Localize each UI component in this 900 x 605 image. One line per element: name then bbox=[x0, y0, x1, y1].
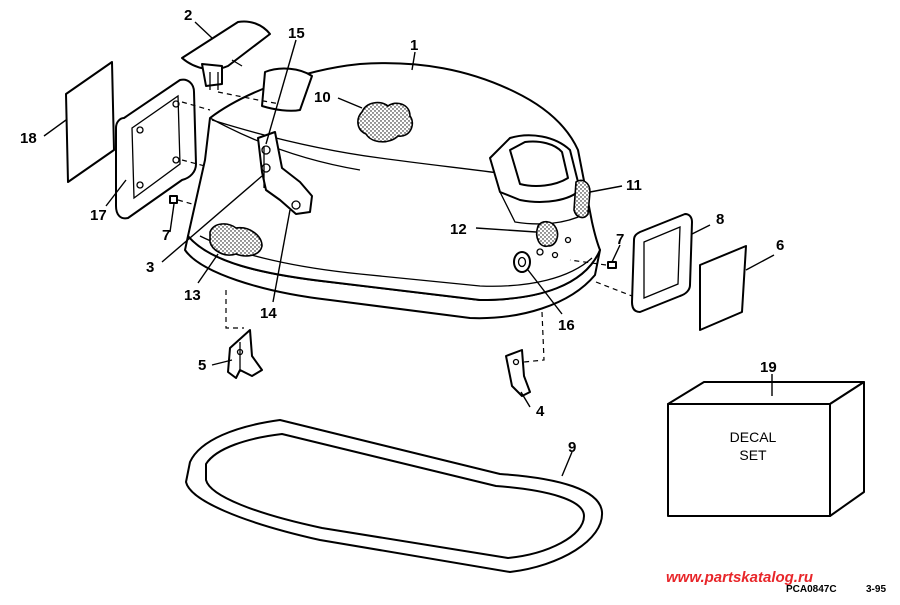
engine-cover bbox=[184, 62, 601, 320]
callout-3: 3 bbox=[146, 259, 154, 276]
foam-pad-11 bbox=[573, 179, 591, 219]
callout-12: 12 bbox=[450, 221, 467, 238]
callout-10: 10 bbox=[314, 89, 331, 106]
decal-set-box bbox=[667, 381, 865, 517]
drawing-date: 3-95 bbox=[866, 584, 886, 595]
plate-18 bbox=[65, 61, 115, 183]
callout-11: 11 bbox=[626, 177, 642, 194]
plate-6 bbox=[699, 245, 747, 331]
foam-pad-13 bbox=[209, 223, 263, 257]
callout-15: 15 bbox=[288, 25, 305, 42]
leader-lines bbox=[43, 21, 775, 477]
foam-pad-12 bbox=[535, 220, 559, 248]
callout-17: 17 bbox=[90, 207, 107, 224]
bracket-5 bbox=[227, 329, 263, 379]
foam-pad-10 bbox=[357, 101, 414, 143]
callout-13: 13 bbox=[184, 287, 201, 304]
right-panel-8 bbox=[631, 213, 693, 313]
callout-6: 6 bbox=[776, 237, 784, 254]
callout-7-left: 7 bbox=[162, 227, 170, 244]
callout-9: 9 bbox=[568, 439, 576, 456]
callout-1: 1 bbox=[410, 37, 418, 54]
callout-18: 18 bbox=[20, 130, 37, 147]
callout-4: 4 bbox=[536, 403, 545, 420]
callout-14: 14 bbox=[260, 305, 277, 322]
bracket-4 bbox=[505, 349, 531, 397]
screw-7-left bbox=[169, 195, 193, 205]
callout-5: 5 bbox=[198, 357, 206, 374]
callout-16: 16 bbox=[558, 317, 575, 334]
drawing-code: PCA0847C bbox=[786, 584, 837, 595]
watermark-url: www.partskatalog.ru bbox=[666, 569, 813, 586]
callout-8: 8 bbox=[716, 211, 724, 228]
seal-ring-9 bbox=[185, 419, 604, 573]
callout-19: 19 bbox=[760, 359, 777, 376]
decal-label-line1: DECAL bbox=[730, 429, 777, 445]
rear-panel-17 bbox=[115, 78, 197, 220]
callout-7-right: 7 bbox=[616, 231, 624, 248]
callout-2: 2 bbox=[184, 7, 192, 24]
cover-cap bbox=[181, 20, 271, 90]
decal-label-line2: SET bbox=[739, 447, 767, 463]
